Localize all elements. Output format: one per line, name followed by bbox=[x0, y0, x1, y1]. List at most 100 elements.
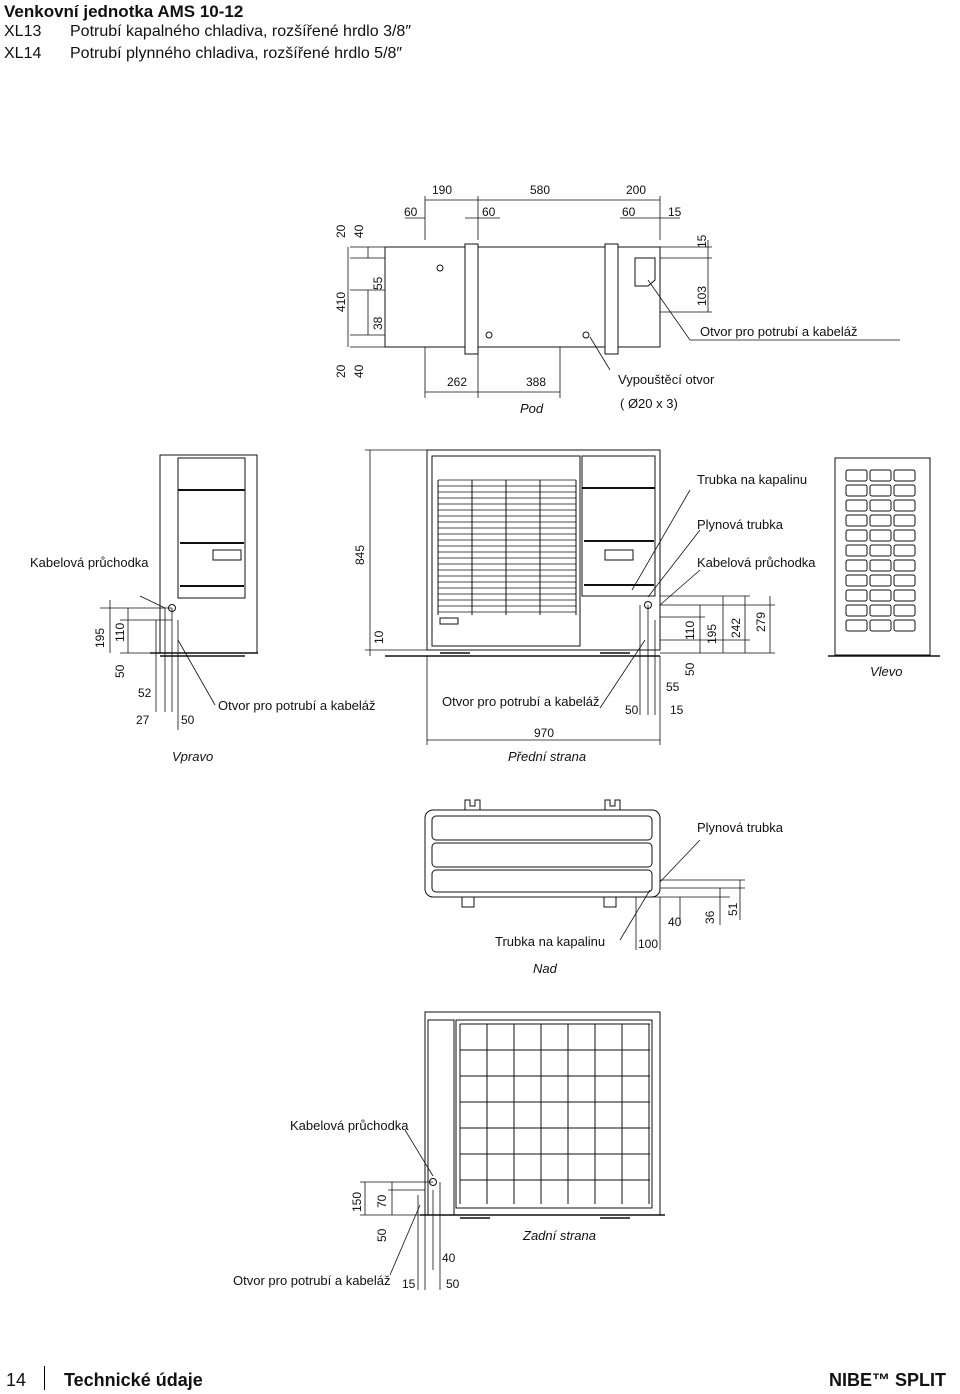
grille-cell bbox=[869, 469, 892, 482]
grille-cell bbox=[869, 559, 892, 572]
grille-cell bbox=[845, 469, 868, 482]
dim-label: 845 bbox=[353, 545, 367, 565]
top-view bbox=[424, 799, 745, 950]
label-plate bbox=[439, 617, 459, 625]
grille-cell bbox=[845, 514, 868, 527]
grille-cell bbox=[845, 529, 868, 542]
drain-hole bbox=[436, 264, 444, 272]
left-view bbox=[828, 457, 940, 657]
dim-label: 70 bbox=[375, 1194, 389, 1208]
view-caption: Vpravo bbox=[172, 749, 213, 764]
rear-grille-frame bbox=[455, 1019, 653, 1209]
leader-line bbox=[647, 529, 701, 598]
dim-label: 40 bbox=[352, 224, 366, 238]
callout-label: Trubka na kapalinu bbox=[697, 472, 807, 487]
grille-cell bbox=[893, 589, 916, 602]
leader-line bbox=[389, 1204, 421, 1276]
front-view bbox=[365, 449, 775, 745]
leader-line bbox=[659, 839, 701, 883]
grille-cell bbox=[869, 574, 892, 587]
bracket bbox=[464, 799, 481, 810]
grille-cell bbox=[893, 574, 916, 587]
legend-text: Potrubí plynného chladiva, rozšířené hrd… bbox=[70, 45, 403, 62]
callout-label: Plynová trubka bbox=[697, 820, 784, 835]
callout-label: Otvor pro potrubí a kabeláž bbox=[442, 694, 600, 709]
dim-label: 50 bbox=[375, 1228, 389, 1242]
legend-text: Potrubí kapalného chladiva, rozšířené hr… bbox=[70, 23, 411, 40]
leader-line bbox=[631, 489, 691, 591]
handle bbox=[212, 549, 242, 561]
drain-hole bbox=[485, 331, 493, 339]
dim-label: 38 bbox=[371, 316, 385, 330]
grille-cell bbox=[893, 544, 916, 557]
dim-label: 40 bbox=[442, 1251, 456, 1265]
grille-cell bbox=[893, 514, 916, 527]
dim-label: 20 bbox=[334, 224, 348, 238]
foot bbox=[461, 896, 475, 908]
fan-grille bbox=[437, 479, 577, 615]
rear-grille bbox=[459, 1023, 650, 1204]
grille-cell bbox=[845, 619, 868, 632]
callout-label: Trubka na kapalinu bbox=[495, 934, 605, 949]
dim-label: 110 bbox=[113, 623, 127, 642]
dim-label: 388 bbox=[526, 375, 546, 389]
legend-code: XL14 bbox=[4, 45, 42, 62]
callout-label: Otvor pro potrubí a kabeláž bbox=[218, 698, 376, 713]
side-panel bbox=[177, 457, 246, 599]
dim-label: 15 bbox=[668, 205, 682, 219]
footer-divider bbox=[44, 1366, 45, 1390]
unit-front-outline bbox=[426, 449, 661, 651]
unit-base-outline bbox=[384, 246, 661, 348]
dim-label: 55 bbox=[666, 680, 680, 694]
grille-cell bbox=[845, 484, 868, 497]
view-caption: Vlevo bbox=[870, 664, 903, 679]
side-grille bbox=[845, 469, 916, 632]
dim-label: 10 bbox=[372, 630, 386, 644]
unit-side-outline bbox=[159, 454, 258, 654]
callout-label: Otvor pro potrubí a kabeláž bbox=[233, 1273, 391, 1288]
grille-cell bbox=[869, 514, 892, 527]
leader-line bbox=[659, 569, 701, 606]
dim-label: 50 bbox=[683, 662, 697, 676]
bracket bbox=[604, 799, 621, 810]
handle bbox=[604, 549, 634, 561]
bottom-view bbox=[347, 196, 900, 398]
callout-label: Kabelová průchodka bbox=[30, 555, 149, 570]
brand-logo: NIBE™ SPLIT bbox=[828, 1370, 946, 1390]
pipe-hole bbox=[634, 257, 656, 287]
callout-label: Kabelová průchodka bbox=[290, 1118, 409, 1133]
dim-label: 15 bbox=[695, 234, 709, 248]
leader-line bbox=[139, 595, 166, 609]
legend-code: XL13 bbox=[4, 23, 42, 40]
leader-line bbox=[404, 1129, 434, 1177]
grille-cell bbox=[845, 559, 868, 572]
dim-label: 200 bbox=[626, 183, 646, 197]
unit-top-outline bbox=[424, 809, 661, 898]
dim-label: 15 bbox=[670, 703, 684, 717]
callout-label: Kabelová průchodka bbox=[697, 555, 816, 570]
grille-cell bbox=[845, 589, 868, 602]
leader-line bbox=[589, 336, 611, 371]
dim-label: 103 bbox=[695, 286, 709, 306]
grille-cell bbox=[845, 604, 868, 617]
grille-cell bbox=[869, 589, 892, 602]
grille-cell bbox=[845, 544, 868, 557]
service-panel bbox=[581, 455, 656, 597]
dim-label: 36 bbox=[703, 910, 717, 924]
dim-label: 40 bbox=[668, 915, 682, 929]
foot bbox=[603, 896, 617, 908]
grille-cell bbox=[893, 529, 916, 542]
dim-label: 150 bbox=[350, 1192, 364, 1212]
callout-label: Vypouštěcí otvor bbox=[618, 372, 715, 387]
view-caption: Přední strana bbox=[508, 749, 586, 764]
grille-cell bbox=[893, 469, 916, 482]
dim-label: 60 bbox=[622, 205, 636, 219]
rear-view bbox=[360, 1011, 665, 1290]
grille-cell bbox=[893, 619, 916, 632]
dim-label: 970 bbox=[534, 726, 554, 740]
leader-line bbox=[599, 639, 646, 709]
grille-cell bbox=[893, 484, 916, 497]
dim-label: 279 bbox=[754, 612, 768, 632]
dim-label: 50 bbox=[625, 703, 639, 717]
dim-label: 580 bbox=[530, 183, 550, 197]
